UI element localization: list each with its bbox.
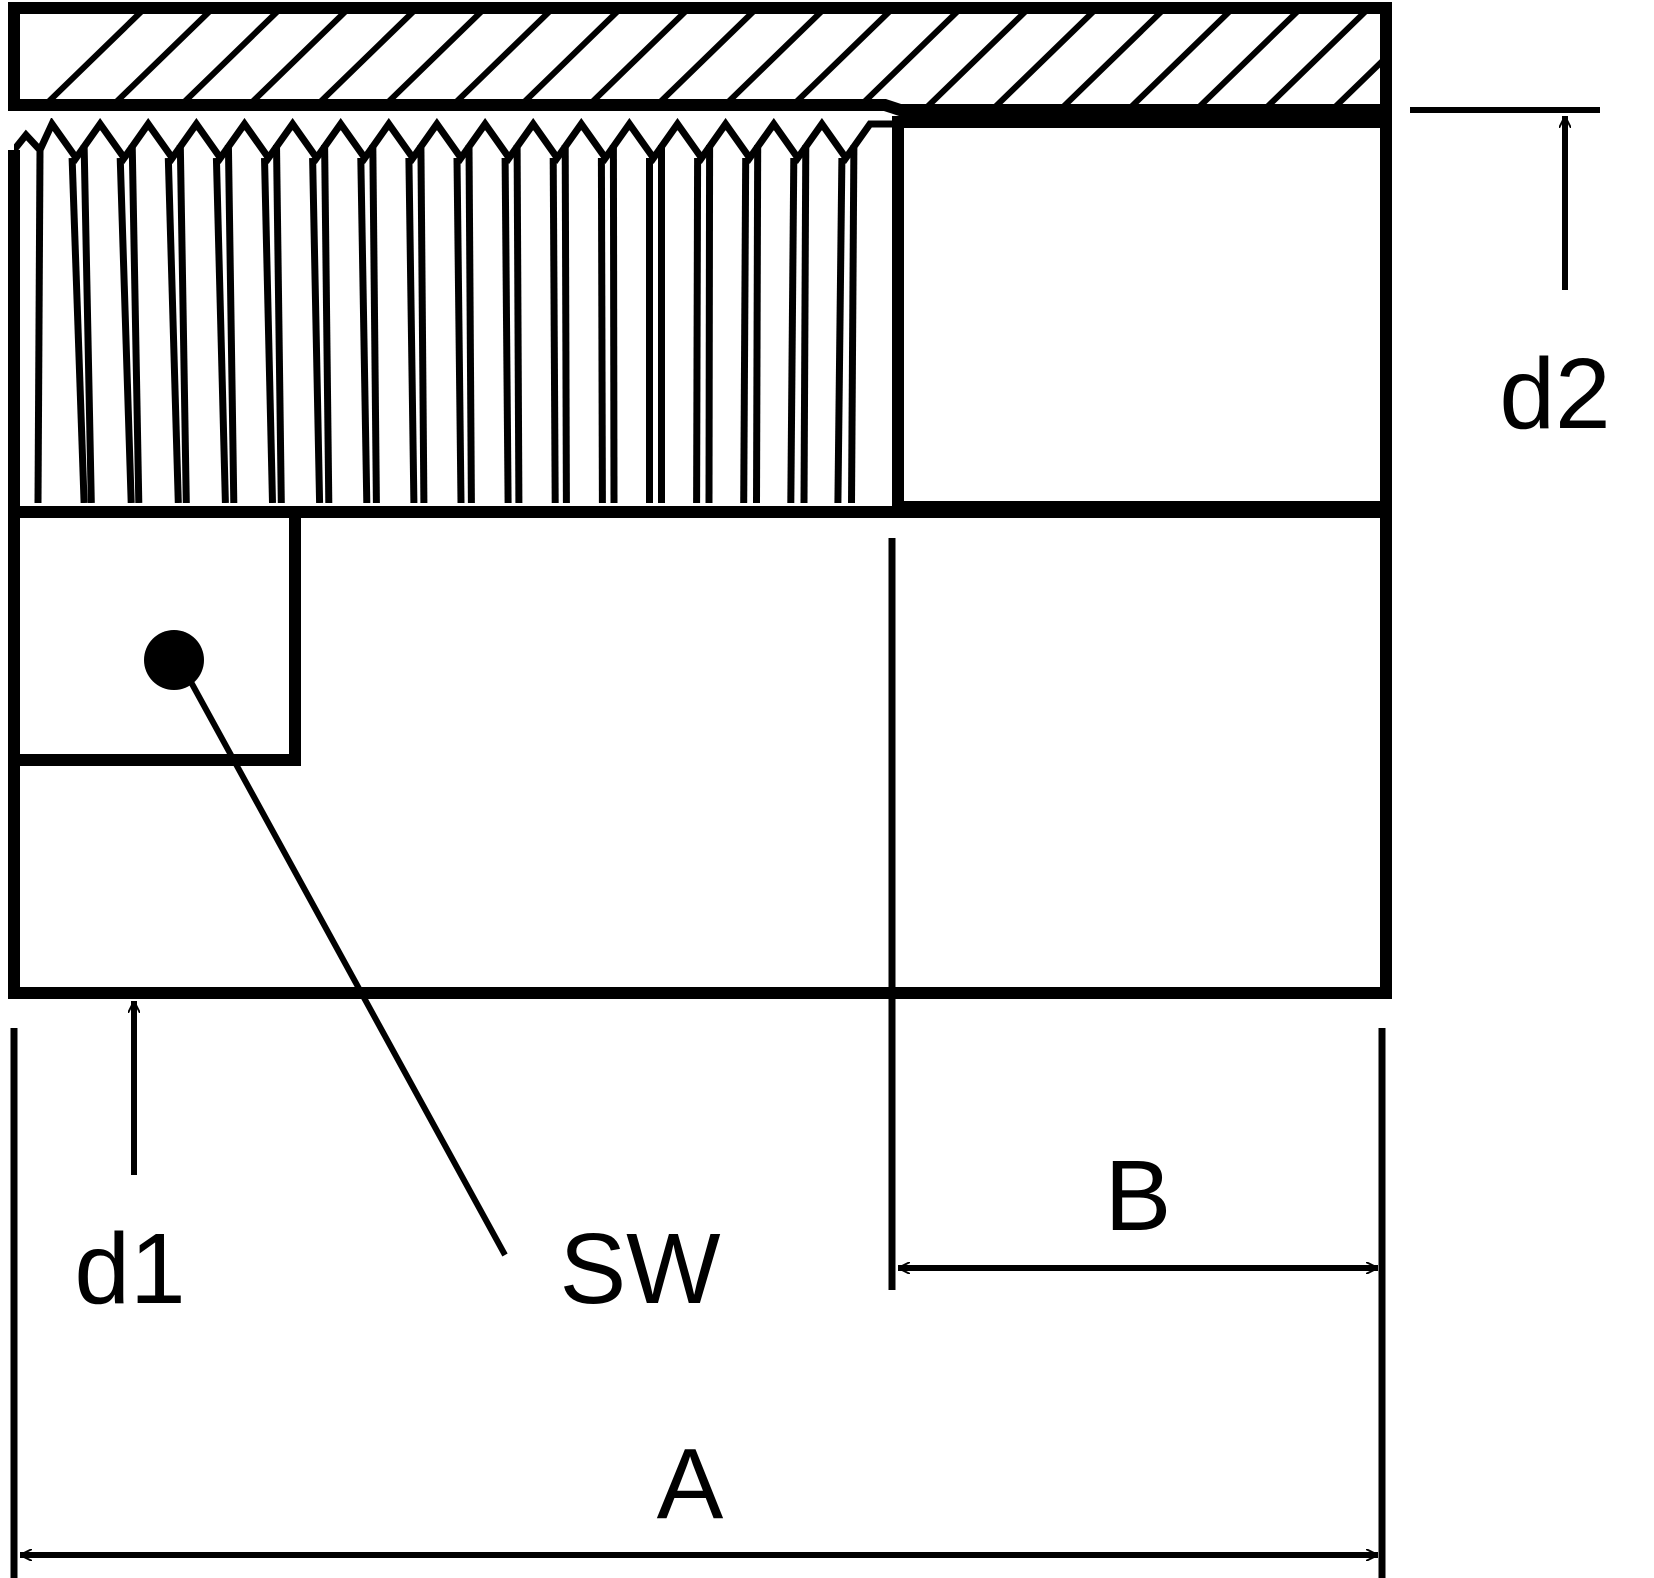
hatch-line: [581, 8, 692, 110]
sw-leader: [144, 630, 508, 1257]
b-label: B: [1105, 1140, 1172, 1252]
hatch-line: [921, 8, 1032, 110]
thread-flank-line: [787, 157, 798, 503]
d1-label: d1: [74, 1213, 185, 1325]
thread-flank-line: [417, 144, 428, 503]
hatch-line: [1057, 8, 1168, 110]
body-outline: [8, 116, 1392, 1290]
hatch-line: [173, 8, 284, 110]
thread-flank-line: [116, 157, 135, 503]
b-dimension: [898, 1028, 1386, 1578]
hatch-line: [1193, 8, 1304, 110]
thread-flank-line: [405, 157, 418, 503]
hatch-line: [513, 8, 624, 110]
hex-socket: [14, 512, 301, 766]
thread-flank-line: [609, 144, 618, 503]
top-wall-hatched: [8, 2, 1573, 116]
hatch-line: [241, 8, 352, 110]
thread-flank-line: [261, 157, 276, 503]
thread-flank-line: [848, 144, 858, 503]
hatch-line: [1125, 8, 1236, 110]
hatch-line: [785, 8, 896, 110]
thread-flank-line: [273, 144, 285, 503]
thread-flank-line: [68, 157, 88, 503]
thread-flank-line: [549, 157, 559, 503]
thread-flank-line: [561, 144, 570, 503]
thread-flank-line: [693, 157, 702, 503]
sw-label: SW: [559, 1213, 721, 1325]
thread-flank-line: [740, 157, 750, 503]
thread-flank-line: [224, 144, 238, 503]
thread-flank-line: [834, 157, 846, 503]
thread-flank-line: [705, 144, 714, 503]
hatch-line: [1400, 8, 1505, 110]
hatch-line: [989, 8, 1100, 110]
a-dimension: [10, 1028, 1378, 1578]
thread-flank-line: [128, 144, 143, 503]
thread-flank-line: [309, 157, 324, 503]
thread-flank-line: [357, 157, 371, 503]
thread-flank-line: [164, 157, 182, 503]
hatch-line: [1468, 8, 1573, 110]
thread-flank-line: [597, 157, 606, 503]
thread-flank-line: [212, 157, 229, 503]
sw-leader-dot: [144, 630, 204, 690]
thread-flank-line: [176, 144, 190, 503]
thread-flank-line: [369, 144, 380, 503]
thread-flank-line: [453, 157, 465, 503]
hatch-line: [377, 8, 488, 110]
d2-label: d2: [1499, 338, 1610, 450]
upper-right-bore: [892, 116, 1392, 513]
thread-flank-line: [501, 157, 512, 503]
thread-flank-line: [465, 144, 475, 503]
hatch-line: [853, 8, 964, 110]
hatch-line: [105, 8, 216, 110]
hatch-line: [37, 8, 148, 110]
hatch-line: [445, 8, 556, 110]
thread-flank-line: [513, 144, 523, 503]
hatch-line: [649, 8, 760, 110]
d2-dimension: [1410, 107, 1600, 290]
hatch-line: [309, 8, 420, 110]
hatch-line: [717, 8, 828, 110]
hatch-line: [1261, 8, 1372, 110]
a-label: A: [657, 1428, 724, 1540]
thread-flank-line: [34, 149, 44, 503]
thread-flank-line: [80, 144, 95, 503]
thread-flank-line: [753, 144, 762, 503]
thread-flank-line: [321, 144, 333, 503]
thread-section: [8, 118, 892, 503]
thread-flank-line: [800, 144, 810, 503]
